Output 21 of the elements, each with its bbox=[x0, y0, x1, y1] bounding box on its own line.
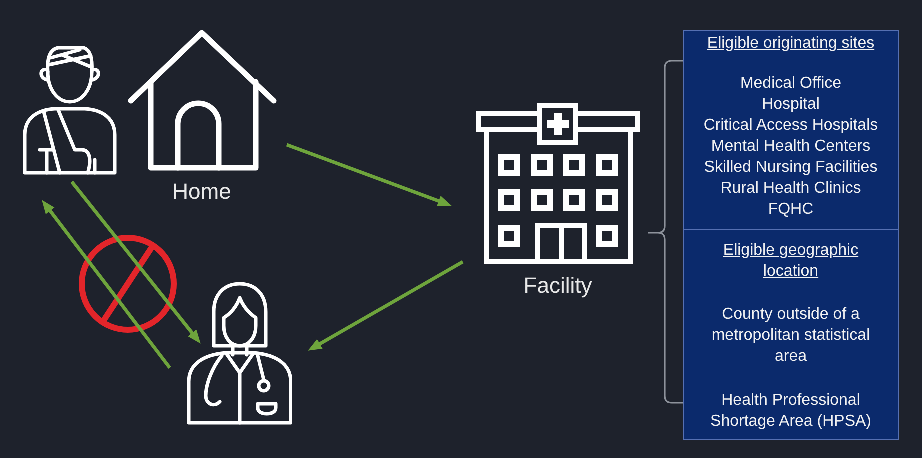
doctor-icon bbox=[186, 280, 292, 426]
section-heading: Eligible originating sites bbox=[706, 34, 876, 54]
node-label: Home bbox=[172, 178, 232, 206]
list-item: Medical Office bbox=[739, 74, 843, 94]
list-item: Critical Access Hospitals bbox=[702, 116, 880, 136]
list-item: Hospital bbox=[761, 95, 821, 115]
arrow bbox=[42, 200, 172, 370]
section-heading: Eligible geographic location bbox=[722, 241, 860, 282]
arrow bbox=[308, 260, 464, 351]
injured-patient-icon bbox=[22, 45, 118, 177]
list-item: Rural Health Clinics bbox=[720, 179, 862, 199]
list-item: Mental Health Centers bbox=[710, 137, 872, 157]
list-item: Health Professional Shortage Area (HPSA) bbox=[710, 391, 872, 432]
list-item: FQHC bbox=[767, 200, 815, 220]
arrow bbox=[70, 180, 201, 344]
node-label: Facility bbox=[522, 272, 594, 300]
list-item: Skilled Nursing Facilities bbox=[703, 158, 879, 178]
criteria-panel bbox=[683, 30, 899, 230]
list-item: County outside of a metropolitan statistical area bbox=[710, 305, 872, 367]
criteria-panel bbox=[683, 229, 899, 440]
arrow bbox=[286, 143, 452, 206]
